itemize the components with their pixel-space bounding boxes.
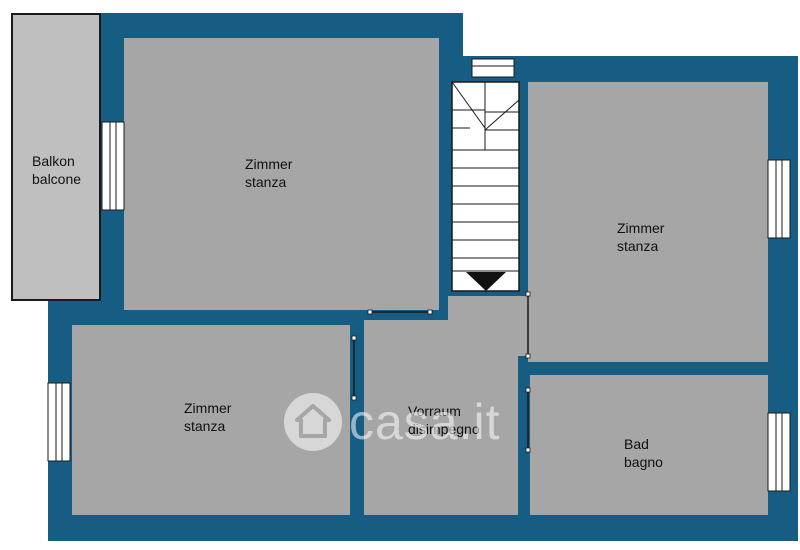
floor-bathroom — [530, 375, 768, 515]
room-right-label-de: Zimmer — [617, 220, 665, 236]
stair-top-window — [471, 58, 515, 78]
stair-direction-arrow-icon — [466, 272, 506, 291]
floor-room-right — [528, 82, 768, 362]
balcony-label-it: balcone — [32, 171, 81, 187]
floor-hallway-upper — [448, 296, 528, 356]
hallway-label-de: Vorraum — [408, 403, 461, 419]
doors — [353, 296, 529, 450]
floors — [72, 38, 768, 515]
room-bottom-left-label-de: Zimmer — [184, 400, 232, 416]
room-bottom-left-label-it: stanza — [184, 418, 225, 434]
stair-treads — [451, 81, 520, 272]
window-room-bottom-left — [47, 382, 71, 462]
floor-room-top-left — [124, 38, 439, 310]
room-labels: Balkon balcone Zimmer stanza Zimmer stan… — [32, 153, 665, 470]
window-room-right — [767, 159, 791, 239]
door-hinges — [351, 291, 531, 453]
bathroom-label-it: bagno — [624, 454, 663, 470]
windows — [47, 121, 791, 492]
window-balcony-door — [101, 121, 125, 211]
hallway-label-it: disimpegno — [408, 421, 480, 437]
window-bathroom — [767, 412, 791, 492]
room-top-left-label-it: stanza — [245, 174, 286, 190]
staircase — [451, 58, 520, 292]
bathroom-label-de: Bad — [624, 436, 649, 452]
room-right-label-it: stanza — [617, 238, 658, 254]
balcony-floor — [11, 13, 101, 301]
room-top-left-label-de: Zimmer — [245, 156, 293, 172]
balcony-label-de: Balkon — [32, 153, 75, 169]
